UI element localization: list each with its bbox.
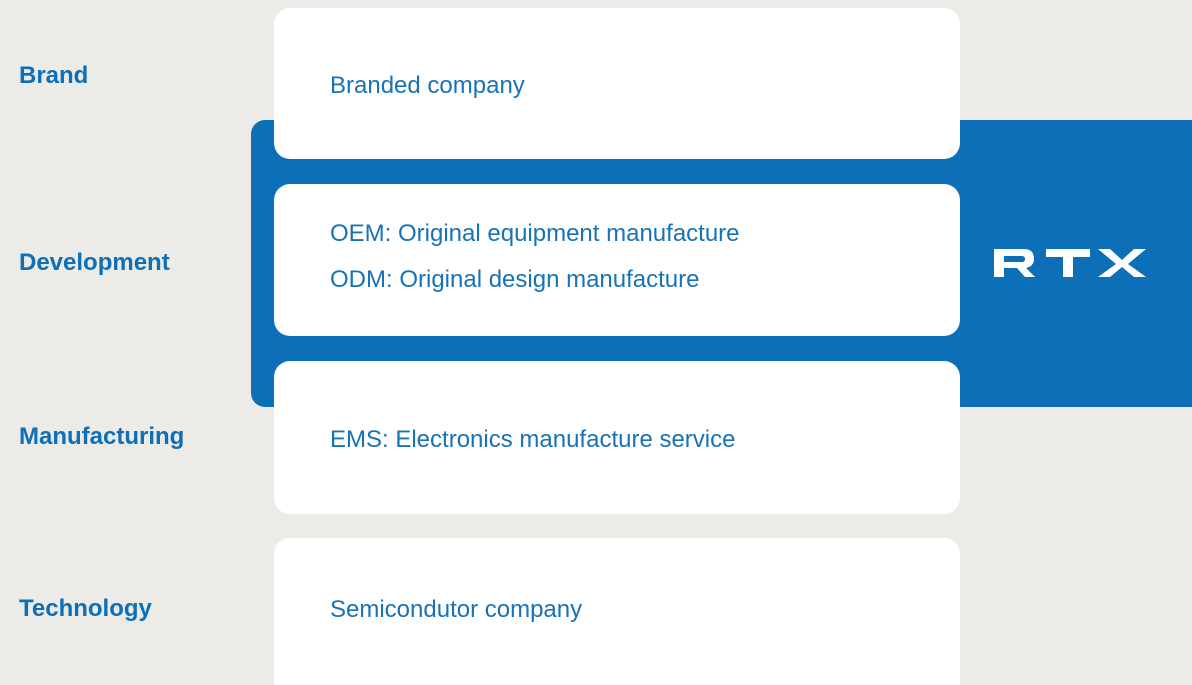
brand-card: Branded company	[274, 8, 960, 159]
manufacturing-card: EMS: Electronics manufacture service	[274, 361, 960, 514]
odm-text: ODM: Original design manufacture	[330, 266, 700, 293]
rtx-logo	[994, 249, 1146, 277]
semiconductor-text: Semicondutor company	[330, 596, 583, 623]
technology-card: Semicondutor company	[274, 538, 960, 685]
ems-text: EMS: Electronics manufacture service	[330, 426, 736, 453]
layer-label-development: Development	[19, 249, 170, 276]
oem-text: OEM: Original equipment manufacture	[330, 220, 740, 247]
layer-label-manufacturing: Manufacturing	[19, 423, 185, 450]
brand-card-text: Branded company	[330, 72, 525, 99]
layer-label-brand: Brand	[19, 62, 89, 89]
development-card: OEM: Original equipment manufacture ODM:…	[274, 184, 960, 336]
layer-label-technology: Technology	[19, 595, 152, 622]
